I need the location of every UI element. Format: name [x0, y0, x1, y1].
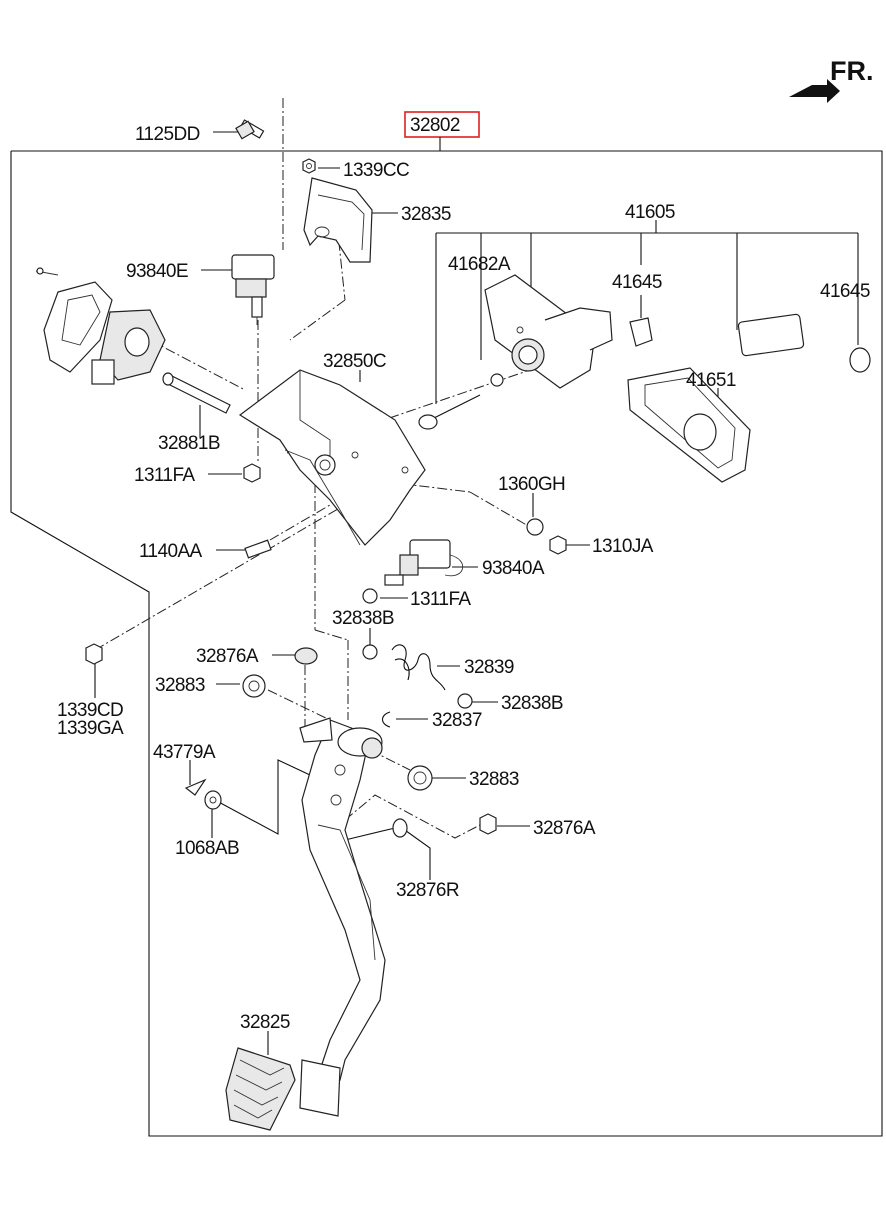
- nut-1339CC[interactable]: [302, 158, 316, 174]
- pedal-arm-32825[interactable]: [225, 717, 386, 1131]
- label-32838B-lower[interactable]: 32838B: [501, 693, 564, 714]
- label-41682A[interactable]: 41682A: [448, 254, 511, 275]
- forward-arrow-icon: [789, 79, 840, 103]
- label-32876A-upper[interactable]: 32876A: [196, 646, 259, 667]
- switch-93840A[interactable]: [384, 539, 463, 586]
- label-32835[interactable]: 32835: [401, 204, 451, 225]
- label-41605[interactable]: 41605: [625, 202, 675, 223]
- spring-32839[interactable]: [391, 644, 446, 691]
- label-1068AB[interactable]: 1068AB: [175, 838, 240, 859]
- direction-label: FR.: [830, 56, 874, 86]
- label-32850C[interactable]: 32850C: [323, 351, 387, 372]
- washer-1068AB[interactable]: [204, 790, 222, 810]
- hose[interactable]: [657, 313, 854, 357]
- nut-1310JA[interactable]: [549, 535, 567, 555]
- label-32837[interactable]: 32837: [432, 710, 482, 731]
- switch-93840E[interactable]: [231, 254, 275, 325]
- label-1140AA[interactable]: 1140AA: [139, 541, 203, 562]
- clip-43779A[interactable]: [184, 778, 207, 796]
- clamp-41645[interactable]: [849, 347, 871, 373]
- bracket-32835[interactable]: [303, 177, 373, 263]
- bolt-1140AA[interactable]: [244, 539, 272, 559]
- rod-32881B[interactable]: [162, 372, 231, 414]
- label-32876A-right[interactable]: 32876A: [533, 818, 596, 839]
- label-41651[interactable]: 41651: [686, 370, 736, 391]
- stopper-32876A-upper[interactable]: [294, 647, 318, 665]
- clip-32837[interactable]: [381, 711, 391, 728]
- label-32825[interactable]: 32825: [240, 1012, 290, 1033]
- label-1339CD[interactable]: 1339CD: [57, 700, 124, 721]
- clutch-sensor-assembly[interactable]: [35, 267, 166, 385]
- label-1360GH[interactable]: 1360GH: [498, 474, 566, 495]
- bushing-32838B-upper[interactable]: [362, 644, 378, 660]
- bracket-32850C[interactable]: [238, 369, 426, 546]
- label-1339CC[interactable]: 1339CC: [343, 160, 410, 181]
- label-93840E[interactable]: 93840E: [126, 261, 189, 282]
- master-cylinder-41605[interactable]: [418, 274, 613, 430]
- label-41645-center[interactable]: 41645: [612, 272, 662, 293]
- label-32883-left[interactable]: 32883: [155, 675, 205, 696]
- label-32876R[interactable]: 32876R: [396, 880, 460, 901]
- stopper-32876A-right[interactable]: [479, 813, 497, 835]
- part-labels: 1125DD 1339CC 32835 41605 93840E 41682A …: [57, 124, 870, 1033]
- label-32881B[interactable]: 32881B: [158, 433, 221, 454]
- bushing-32883-left[interactable]: [242, 674, 266, 698]
- clip-41645[interactable]: [629, 317, 653, 347]
- assembly-label[interactable]: 32802: [410, 115, 460, 136]
- nut-1360GH[interactable]: [526, 518, 544, 536]
- label-32838B-upper[interactable]: 32838B: [332, 608, 395, 629]
- label-1310JA[interactable]: 1310JA: [592, 536, 654, 557]
- nut-1311FA-lower[interactable]: [362, 588, 378, 604]
- label-1311FA-lower[interactable]: 1311FA: [410, 589, 472, 610]
- label-32883-right[interactable]: 32883: [469, 769, 519, 790]
- assembly-highlight-box: [404, 111, 480, 138]
- label-1339GA[interactable]: 1339GA: [57, 718, 125, 739]
- label-93840A[interactable]: 93840A: [482, 558, 545, 579]
- nut-1311FA-upper[interactable]: [243, 463, 261, 483]
- gasket-41651[interactable]: [627, 367, 751, 483]
- bushing-32883-right[interactable]: [407, 765, 433, 791]
- label-41645-right[interactable]: 41645: [820, 281, 870, 302]
- label-1125DD[interactable]: 1125DD: [135, 124, 200, 145]
- label-32839[interactable]: 32839: [464, 657, 514, 678]
- leader-lines: [94, 98, 859, 1055]
- label-43779A[interactable]: 43779A: [153, 742, 216, 763]
- nut-1339CD[interactable]: [85, 643, 103, 665]
- bushing-32838B-lower[interactable]: [457, 693, 473, 709]
- stopper-32876R[interactable]: [392, 818, 408, 838]
- bolt-1125DD[interactable]: [235, 119, 265, 140]
- assembly-frame: [10, 150, 883, 1137]
- label-1311FA-upper[interactable]: 1311FA: [134, 465, 196, 486]
